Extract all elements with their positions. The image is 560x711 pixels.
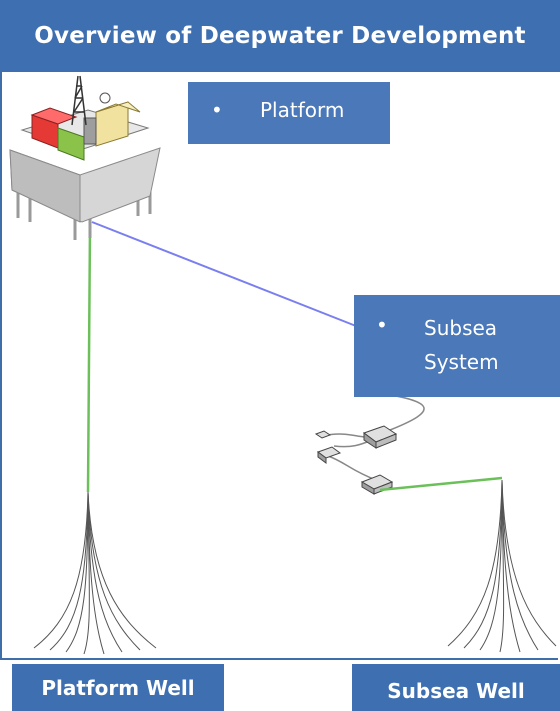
subsea-well-fan-icon [447,479,557,653]
subsea-callout-label: Subsea System [424,316,499,374]
diagram-title: Overview of Deepwater Development [0,0,560,72]
platform-callout-label: Platform [260,98,345,122]
subsea-well-label: Subsea Well [352,664,560,711]
platform-to-subsea-connector [91,221,357,327]
subsea-manifold-icon [314,389,425,495]
subsea-flowline [379,476,503,492]
bullet-icon: • [211,98,223,122]
bullet-icon: • [376,313,388,337]
platform-well-fan-icon [33,491,157,655]
platform-callout: • Platform [188,82,390,144]
platform-well-label: Platform Well [12,664,224,711]
platform-riser [86,225,92,493]
subsea-callout: • Subsea System [354,295,560,397]
platform-icon [9,75,161,240]
